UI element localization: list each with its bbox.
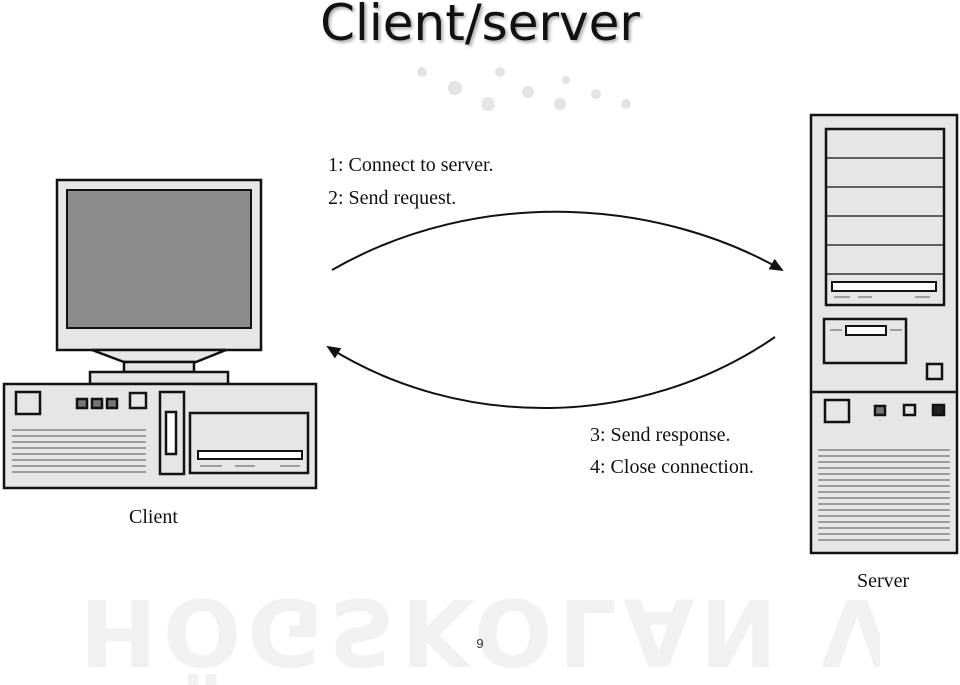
slide-title: Client/server — [320, 0, 640, 52]
server-label: Server — [857, 570, 910, 592]
desktop-computer-icon — [2, 178, 318, 490]
client-label: Client — [129, 506, 178, 528]
request-step-1: 1: Connect to server. — [328, 154, 494, 176]
page-number: 9 — [476, 636, 484, 651]
request-step-2: 2: Send request. — [328, 187, 456, 209]
arrow-right-icon — [331, 210, 784, 271]
decorative-dots — [417, 67, 631, 111]
arrow-left-icon — [326, 336, 776, 410]
tower-server-icon — [809, 113, 959, 555]
response-step-4: 4: Close connection. — [590, 456, 754, 478]
response-step-3: 3: Send response. — [590, 424, 731, 446]
